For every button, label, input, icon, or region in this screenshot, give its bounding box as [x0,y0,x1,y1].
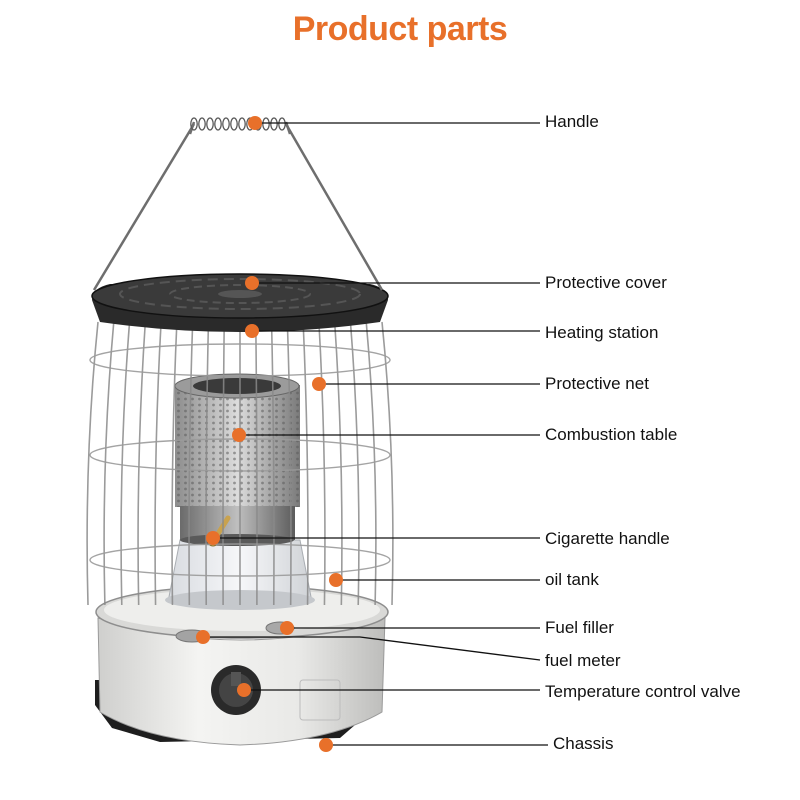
combustion-table-shape [174,373,300,546]
net-ring [89,343,391,377]
marker-protective-net [312,377,326,391]
spring-coil [270,117,278,131]
label-heating-station: Heating station [545,323,659,342]
marker-fuel-meter [196,630,210,644]
label-temperature-control-valve: Temperature control valve [545,682,741,701]
marker-oil-tank [329,573,343,587]
spring-coil [278,117,286,131]
spring-coil [214,117,222,131]
label-cigarette-handle: Cigarette handle [545,529,670,548]
page-title: Product parts [292,10,508,48]
marker-handle [248,116,262,130]
net-bar [171,321,178,606]
net-ring [89,543,391,577]
marker-cigarette-handle [206,531,220,545]
leader-lines [203,122,548,746]
net-bar [254,321,258,606]
net-bar [302,321,309,606]
marker-heating-station [245,324,259,338]
label-fuel-filler: Fuel filler [545,618,614,637]
spring-coil [206,117,214,131]
part-markers [196,116,343,752]
label-fuel-meter: fuel meter [545,651,621,670]
net-bar [381,321,394,606]
leader-fuel-meter [203,636,541,661]
label-protective-cover: Protective cover [545,273,667,292]
spring-coil [262,117,270,131]
marker-temperature-control-valve [237,683,251,697]
label-protective-net: Protective net [545,374,649,393]
net-bar [286,321,292,606]
net-bar [349,321,360,606]
net-bar [270,321,275,606]
label-oil-tank: oil tank [545,570,599,589]
net-bar [137,321,147,606]
net-bar [154,321,162,606]
handle-wire [92,117,384,291]
net-bar [120,321,131,606]
temperature-knob [211,665,261,715]
label-chassis: Chassis [553,734,614,753]
spring-coil [222,117,230,131]
marker-chassis [319,738,333,752]
spring-coil [190,117,198,131]
net-bar [86,321,99,606]
spring-coil [230,117,238,131]
label-combustion-table: Combustion table [545,425,678,444]
marker-fuel-filler [280,621,294,635]
marker-protective-cover [245,276,259,290]
net-bar [222,321,226,606]
net-bar [318,321,326,606]
net-bar [333,321,343,606]
protective-cover-shape [91,273,389,332]
spring-coil [238,117,246,131]
protective-net-cage [86,321,394,606]
net-bar [188,321,194,606]
spring-coil [198,117,206,131]
label-handle: Handle [545,112,599,131]
net-bar [205,321,210,606]
marker-combustion-table [232,428,246,442]
